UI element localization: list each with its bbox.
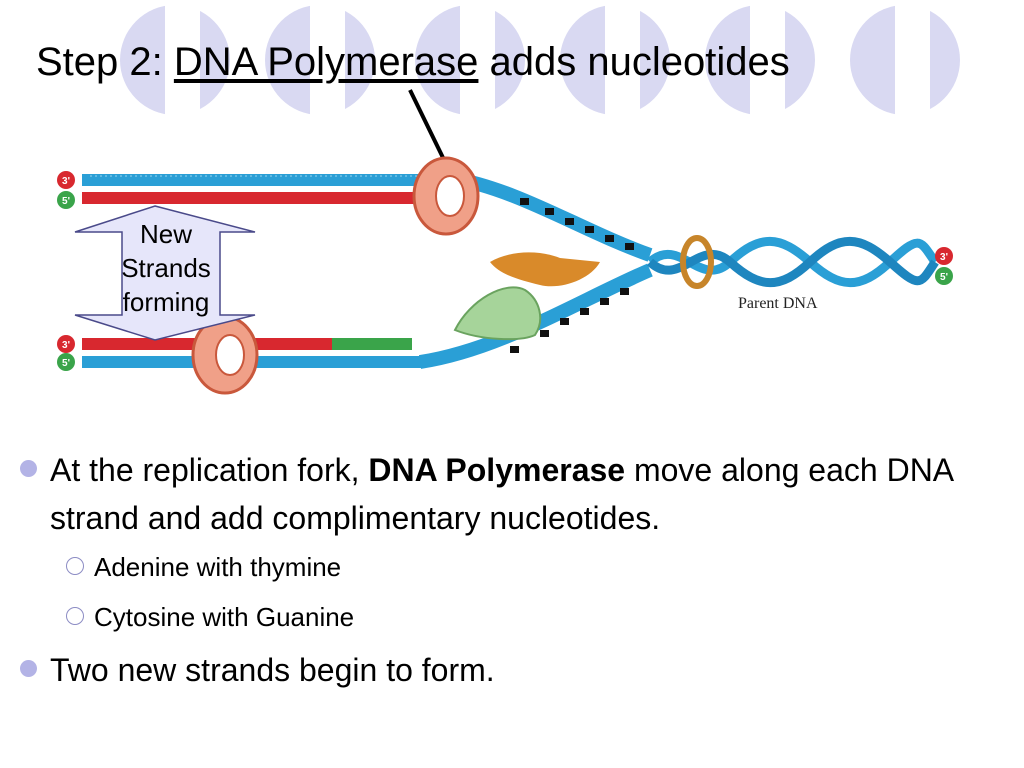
sub-bullet-adenine: Adenine with thymine	[18, 542, 1018, 592]
slide-title: Step 2: DNA Polymerase adds nucleotides	[36, 40, 790, 84]
sub-bullet-ring-icon	[66, 607, 84, 625]
sub-bullet-cytosine: Cytosine with Guanine	[18, 592, 1018, 642]
top-strand-blue	[82, 174, 452, 186]
new-strands-arrow	[74, 205, 256, 341]
end-label-tl-3: 3'	[62, 176, 70, 187]
green-enzyme	[453, 286, 542, 341]
parent-dna-label: Parent DNA	[738, 295, 818, 312]
pointer-line	[408, 89, 450, 169]
bullet-replication-fork: At the replication fork, DNA Polymerase …	[18, 446, 1018, 542]
bullet-list: At the replication fork, DNA Polymerase …	[18, 446, 1018, 694]
bullet-dot-icon	[20, 660, 37, 677]
bullet-two-strands: Two new strands begin to form.	[18, 646, 1018, 694]
new-strands-label: New Strands forming	[121, 219, 211, 317]
end-label-bl-3: 3'	[62, 340, 70, 351]
background-decoration	[120, 0, 960, 140]
sub-bullet-ring-icon	[66, 557, 84, 575]
dna-replication-diagram: 3' 5' 3' 5' 3' 5' Parent DNA	[57, 89, 953, 395]
top-fork-strand	[450, 171, 653, 262]
orange-enzyme	[490, 252, 600, 287]
title-underlined: DNA Polymerase	[173, 40, 479, 84]
bold-dna-polymerase: DNA Polymerase	[368, 452, 626, 488]
title-prefix: Step 2:	[36, 40, 174, 84]
title-suffix: adds nucleotides	[478, 40, 790, 84]
end-label-bl-5: 5'	[62, 358, 70, 369]
end-label-tl-5: 5'	[62, 196, 70, 207]
bottom-strand-green	[332, 338, 412, 350]
parent-dna-helix	[646, 237, 939, 287]
free-nucleotides	[510, 198, 634, 353]
top-strand-red	[82, 192, 452, 204]
bullet-dot-icon	[20, 460, 37, 477]
end-label-r-3: 3'	[940, 252, 948, 263]
end-label-r-5: 5'	[940, 272, 948, 283]
helicase-ring	[680, 235, 714, 289]
